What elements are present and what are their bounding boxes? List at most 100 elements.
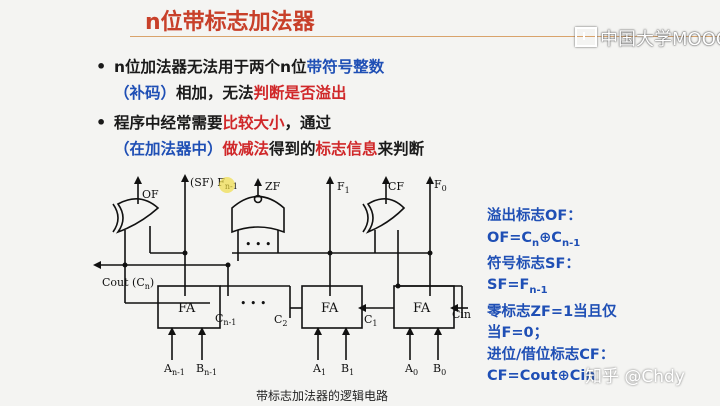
an1-label-text: A (163, 362, 173, 375)
c1-label-sub: 1 (372, 319, 377, 328)
a1-label-text: A (312, 362, 322, 375)
bullet-2-part: 来判断 (377, 140, 425, 158)
f0-label-sub: 0 (442, 184, 447, 193)
cin-label: Cin (452, 308, 471, 321)
bullet-2-part: 做减法 (222, 140, 270, 158)
cn1-label-text: C (215, 312, 223, 325)
of-xor-gate-back-curve (112, 203, 119, 233)
fa-label-0: FA (413, 301, 431, 316)
slide-title: n位带标志加法器 (145, 10, 315, 35)
junction-dot (225, 262, 231, 268)
a0-label-text: A (404, 362, 414, 375)
note-of-title: 溢出标志OF： (487, 208, 582, 224)
a1-label-sub: 1 (321, 368, 326, 377)
cout-label-text: Cout (C (102, 276, 145, 289)
bullet-1-part: （补码） (114, 84, 177, 102)
note-of-formula: OF=Cn⊕Cn-1 (487, 228, 719, 254)
note-cf-formula: CF=Cout⊕Cin (487, 368, 596, 385)
an1-label-sub: n-1 (172, 368, 185, 377)
note-zf-line2: 当F=0； (487, 325, 549, 342)
bn1-label-sub: n-1 (204, 368, 217, 377)
note-of-xor: ⊕C (539, 229, 562, 246)
note-zf-line1: 零标志ZF=1当且仅 (487, 303, 617, 320)
fa-label-1: FA (321, 301, 339, 316)
b0-label-text: B (433, 362, 441, 375)
b0-label: B0 (433, 362, 446, 377)
a1-label: A1 (312, 362, 326, 377)
title-underline (130, 36, 720, 37)
bullet-item-2: 程序中经常需要比较大小，通过 （在加法器中）做减法得到的标志信息来判断 (92, 110, 432, 162)
cf-label: CF (388, 180, 404, 193)
bullet-2-part: ，通过 (284, 114, 332, 132)
junction-dot (427, 250, 433, 256)
bullet-2-part: 程序中经常需要 (114, 114, 223, 132)
flag-notes: 溢出标志OF： OF=Cn⊕Cn-1 符号标志SF： SF=Fn-1 零标志ZF… (487, 206, 719, 388)
bullet-2-part: （在加法器中） (114, 140, 223, 158)
bn1-label-text: B (196, 362, 204, 375)
sf-label-text: (SF) F (190, 176, 225, 189)
c1-label-text: C (364, 313, 372, 326)
note-of-sub-n1: n-1 (561, 237, 581, 249)
an1-label: An-1 (163, 362, 185, 377)
cf-xor-gate-back-curve (362, 203, 369, 233)
zhihu-watermark: 知乎 @Chdy (585, 367, 685, 387)
c2-label: C2 (274, 313, 288, 328)
c2-label-text: C (274, 313, 282, 326)
b1-label-sub: 1 (349, 368, 354, 377)
cn1-label-sub: n-1 (223, 318, 236, 327)
mooc-logo-text: 中国大学MOOC (600, 29, 720, 50)
bullet-1-part: 带符号整数 (306, 58, 385, 76)
b1-label-text: B (341, 362, 349, 375)
note-of-formula-a: OF=C (487, 229, 533, 246)
diagram-caption: 带标志加法器的逻辑电路 (256, 389, 389, 403)
junction-dot (395, 283, 401, 289)
a0-label: A0 (404, 362, 418, 377)
zf-label: ZF (265, 180, 281, 193)
zf-nor-bubble (253, 194, 263, 204)
junction-dot (182, 250, 188, 256)
note-of-sub-n: n (532, 237, 540, 249)
cn1-label: Cn-1 (215, 312, 236, 327)
note-sf-title: 符号标志SF： (487, 255, 580, 272)
bullet-1-part: n位加法器无法用于两个n位 (114, 58, 307, 76)
bullet-2-part: 比较大小 (222, 114, 285, 132)
title-bar: n位带标志加法器 中国大学MOOC (0, 0, 720, 50)
pointer-highlight (219, 177, 235, 193)
bullet-item-1: n位加法器无法用于两个n位带符号整数 （补码）相加，无法判断是否溢出 (92, 54, 432, 106)
junction-dot (122, 262, 128, 268)
bullet-1-part: 判断是否溢出 (253, 84, 347, 102)
bn1-label: Bn-1 (196, 362, 217, 377)
f1-label-text: F (337, 180, 345, 193)
fa-label-n1: FA (178, 301, 196, 316)
bullet-1-part: 相加，无法 (176, 84, 254, 102)
b0-label-sub: 0 (441, 368, 446, 377)
f0-label: F0 (434, 178, 447, 193)
adder-circuit-diagram: OF (SF) Fn-1 ZF F1 CF F0 • • • • • • Cou… (93, 174, 471, 377)
cf-xor-gate (365, 198, 406, 234)
b1-label: B1 (341, 362, 354, 377)
f0-label-text: F (434, 178, 442, 191)
zf-nor-gate (231, 195, 285, 234)
cout-label-end: ) (150, 276, 154, 289)
cout-label: Cout (Cn) (102, 276, 154, 291)
note-sf-formula-text: SF=F (487, 277, 530, 294)
bullet-2-part: 标志信息 (315, 140, 378, 158)
cout-label-sub: n (145, 282, 150, 291)
f1-label: F1 (337, 180, 350, 195)
note-sf-sub: n-1 (529, 285, 548, 297)
junction-dot (327, 250, 333, 256)
note-sf-formula: SF=Fn-1 (487, 275, 719, 301)
of-xor-gate (115, 198, 160, 234)
a0-label-sub: 0 (413, 368, 418, 377)
fa-dots: • • • (240, 297, 266, 310)
bullet-list: n位加法器无法用于两个n位带符号整数 （补码）相加，无法判断是否溢出 程序中经常需… (92, 54, 432, 166)
mooc-logo: 中国大学MOOC (575, 25, 720, 51)
bullet-2-part: 得到的 (269, 140, 316, 158)
zf-dots: • • • (245, 238, 271, 251)
c2-label-sub: 2 (282, 319, 287, 328)
note-cf-title: 进位/借位标志CF： (487, 346, 615, 363)
fa-box-n1 (157, 285, 221, 329)
of-label: OF (142, 188, 159, 201)
c1-label: C1 (364, 313, 378, 328)
mooc-logo-icon (575, 27, 597, 47)
